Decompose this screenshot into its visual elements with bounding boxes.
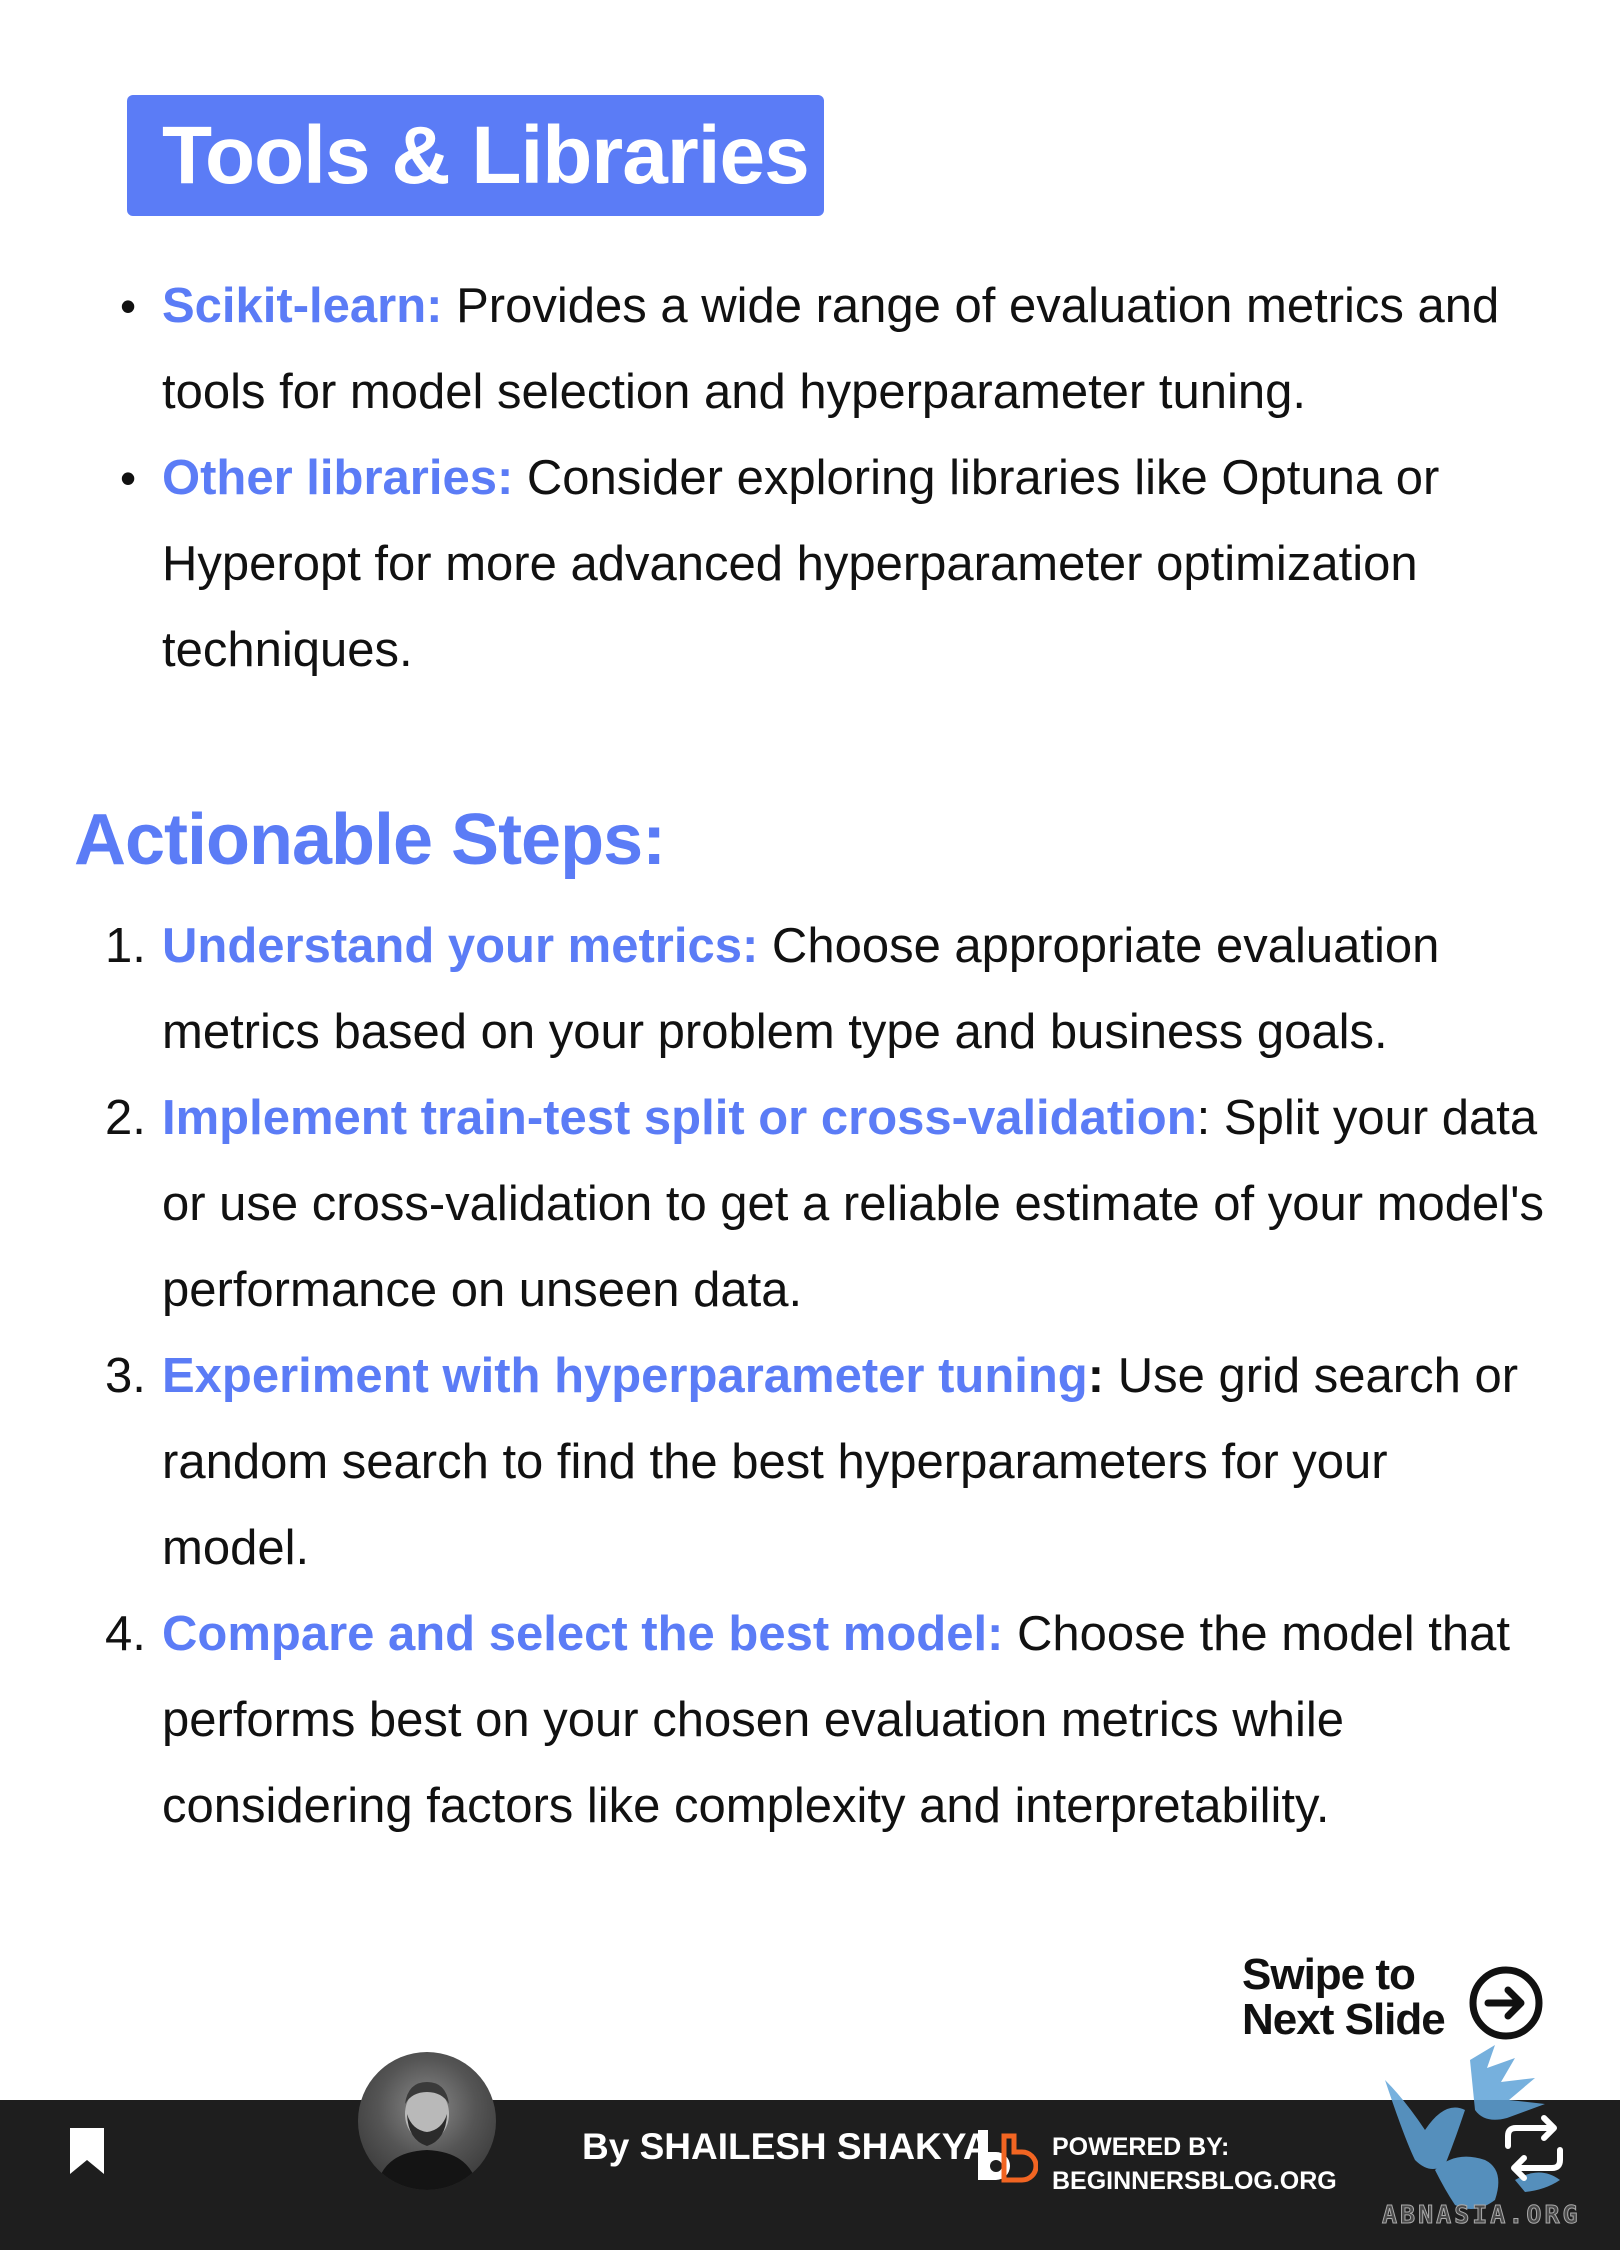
step-number: 2. <box>105 1091 146 1145</box>
tool-description: Provides a wide range of evaluation metr… <box>162 279 1500 419</box>
tool-item-scikit-learn: • Scikit-learn: Provides a wide range of… <box>120 263 1540 435</box>
step-description: Split your data or use cross-validation … <box>162 1091 1545 1317</box>
steps-list: 1. Understand your metrics: Choose appro… <box>105 903 1545 1849</box>
step-title: Implement train-test split or cross-vali… <box>162 1091 1197 1145</box>
watermark-text: ABNASIA.ORG <box>1382 2200 1581 2230</box>
step-number: 4. <box>105 1607 146 1661</box>
avatar <box>358 2052 496 2190</box>
beginnersblog-logo <box>978 2130 1038 2183</box>
site-url[interactable]: BEGINNERSBLOG.ORG <box>1052 2167 1337 2195</box>
repost-icon[interactable] <box>1498 2112 1570 2184</box>
step-description: Choose the model that performs best on y… <box>162 1607 1511 1833</box>
tools-list: • Scikit-learn: Provides a wide range of… <box>120 263 1540 693</box>
step-item: 4. Compare and select the best model: Ch… <box>105 1591 1545 1849</box>
swipe-hint[interactable]: Swipe to Next Slide <box>1242 1950 1446 2044</box>
step-item: 1. Understand your metrics: Choose appro… <box>105 903 1545 1075</box>
bullet-icon: • <box>120 452 137 504</box>
dragon-watermark-icon <box>1385 2045 1560 2209</box>
step-item: 2. Implement train-test split or cross-v… <box>105 1075 1545 1333</box>
step-item: 3. Experiment with hyperparameter tuning… <box>105 1333 1545 1591</box>
tool-description: Consider exploring libraries like Optuna… <box>162 451 1440 677</box>
step-title: Understand your metrics: <box>162 919 759 973</box>
step-separator: : <box>1087 1349 1105 1403</box>
bullet-icon: • <box>120 280 137 332</box>
swipe-line-1: Swipe to <box>1242 1950 1416 1999</box>
tool-name: Scikit-learn: <box>162 279 443 333</box>
bookmark-icon[interactable] <box>68 2126 106 2176</box>
tool-name: Other libraries: <box>162 451 514 505</box>
step-description: Use grid search or random search to find… <box>162 1349 1519 1575</box>
footer-bar <box>0 2100 1620 2250</box>
arrow-right-circle-icon[interactable] <box>1468 1965 1544 2041</box>
swipe-line-2: Next Slide <box>1242 1995 1446 2044</box>
step-description: Choose appropriate evaluation metrics ba… <box>162 919 1440 1059</box>
author-name: By SHAILESH SHAKYA <box>582 2126 990 2167</box>
powered-by-label: POWERED BY: <box>1052 2133 1230 2161</box>
steps-heading: Actionable Steps: <box>74 800 666 880</box>
step-title: Experiment with hyperparameter tuning <box>162 1349 1088 1403</box>
step-title: Compare and select the best model: <box>162 1607 1004 1661</box>
step-number: 1. <box>105 919 146 973</box>
step-separator: : <box>1196 1091 1211 1145</box>
section-title: Tools & Libraries <box>127 95 824 216</box>
tool-item-other-libraries: • Other libraries: Consider exploring li… <box>120 435 1540 693</box>
step-number: 3. <box>105 1349 146 1403</box>
powered-by-block: POWERED BY: BEGINNERSBLOG.ORG <box>1052 2130 1337 2198</box>
